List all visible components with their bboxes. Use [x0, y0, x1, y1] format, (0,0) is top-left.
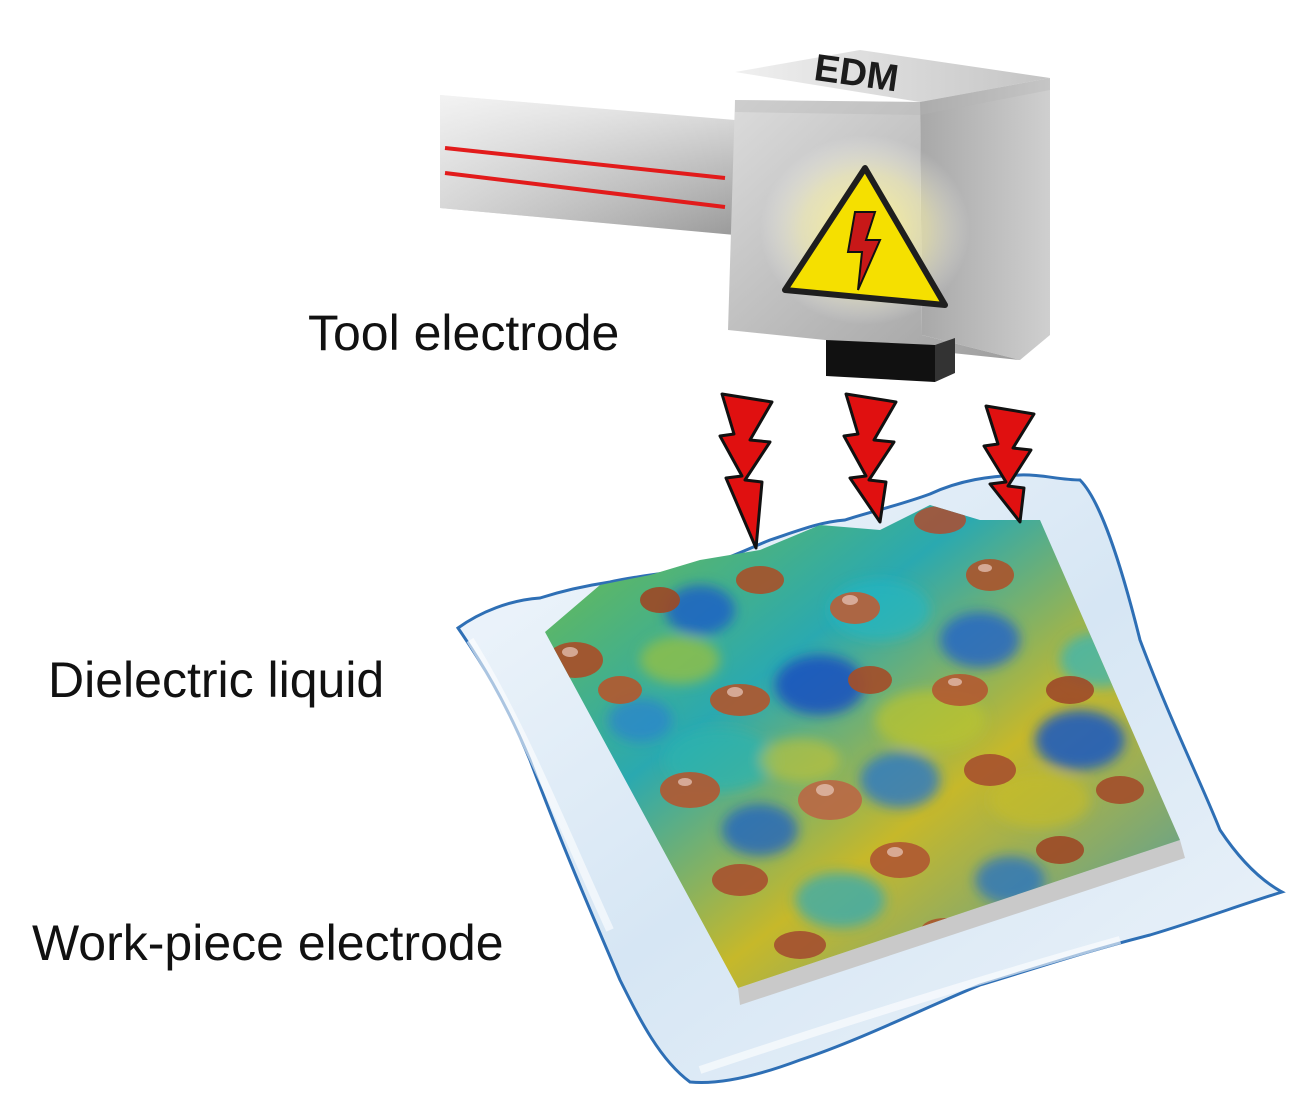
edm-head: EDM — [728, 47, 1050, 382]
dielectric-liquid-label: Dielectric liquid — [48, 652, 385, 708]
workpiece-electrode-label: Work-piece electrode — [32, 915, 504, 971]
spark-bolt-icon — [718, 392, 774, 550]
spark-bolt-icon — [982, 404, 1036, 524]
machine-arm — [440, 95, 735, 235]
tool-electrode-tip — [826, 340, 935, 382]
spark-bolts — [718, 392, 1036, 550]
tool-electrode-label: Tool electrode — [308, 305, 620, 361]
bolt-icon — [846, 211, 882, 291]
spark-bolt-icon — [842, 392, 898, 524]
